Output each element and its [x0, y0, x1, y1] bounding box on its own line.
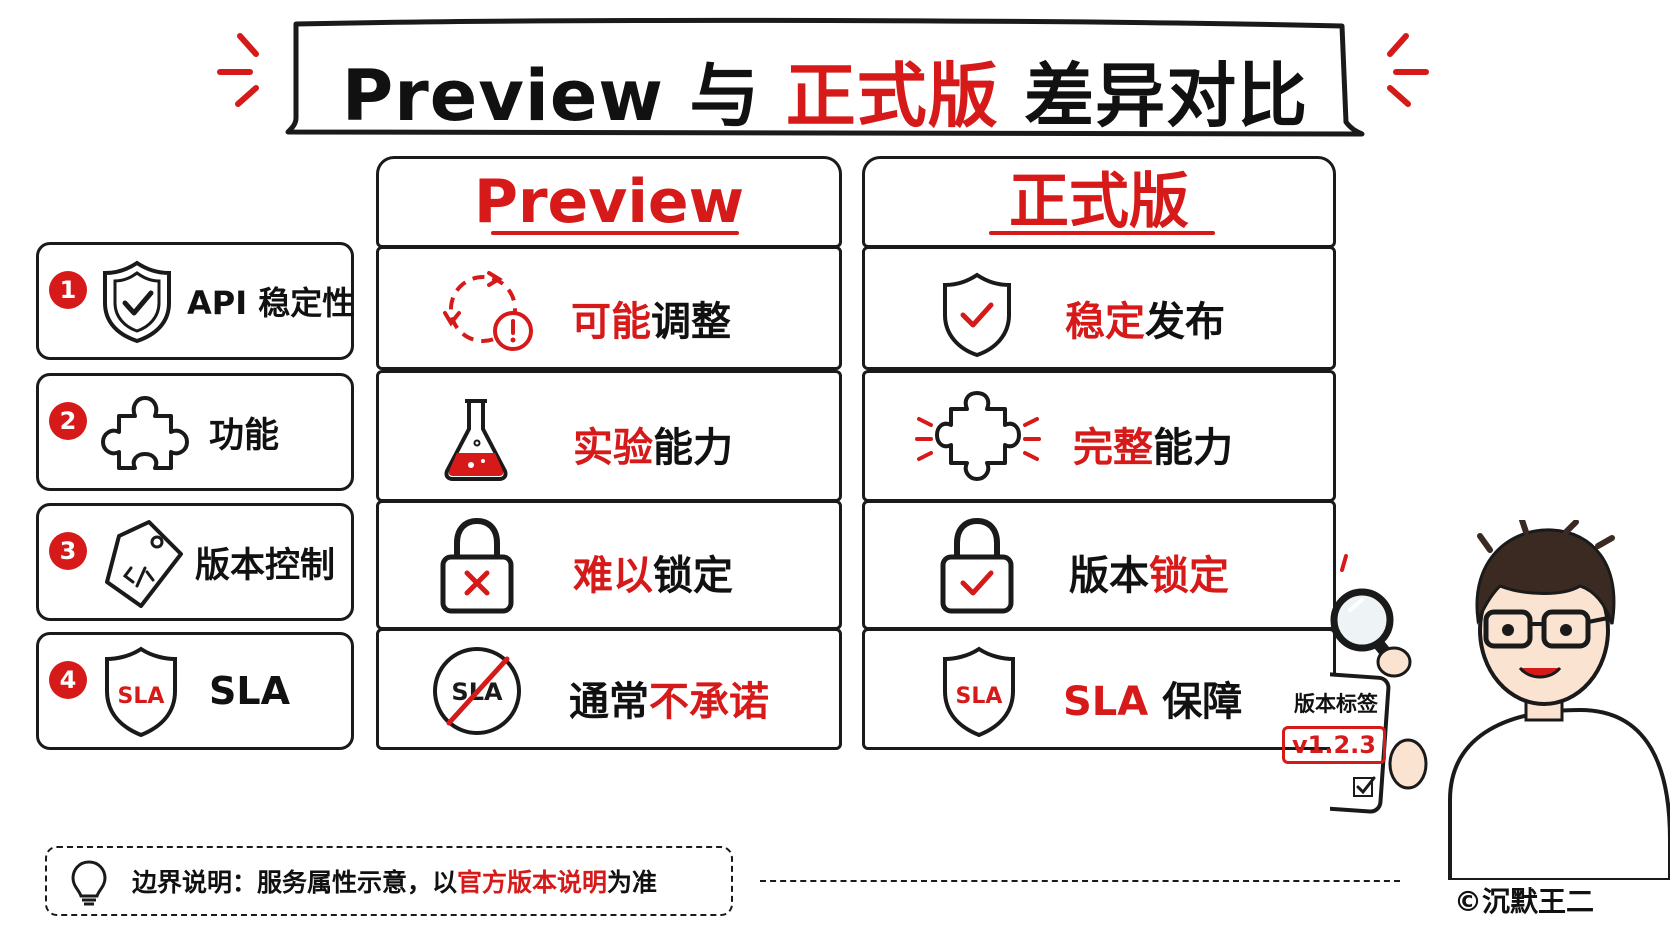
sla-crossed-icon: SLA	[433, 647, 521, 735]
flask-icon	[444, 399, 508, 481]
row-label-features: 2 功能	[36, 373, 354, 491]
lock-check-icon	[940, 517, 1014, 614]
official-column-header: 正式版	[862, 156, 1336, 248]
preview-cell-features: 实验能力	[376, 370, 842, 502]
preview-header-label: Preview	[473, 167, 745, 237]
row-label-text: 功能	[209, 415, 280, 456]
preview-cell-sla: SLA 通常不承诺	[376, 628, 842, 750]
footer-divider	[760, 880, 1400, 882]
refresh-warning-icon	[443, 271, 533, 351]
row-label-text: SLA	[209, 669, 290, 713]
copyright-text: ©沉默王二	[1454, 885, 1595, 918]
lightbulb-icon	[71, 860, 107, 906]
shield-check-icon	[943, 272, 1011, 358]
note-text: 边界说明：服务属性示意，以官方版本说明为准	[132, 868, 658, 897]
preview-sla-text: 通常不承诺	[569, 679, 769, 725]
official-cell-sla: SLA SLA 保障	[862, 628, 1336, 750]
svg-text:SLA: SLA	[118, 684, 165, 709]
version-tag-value: v1.2.3	[1282, 726, 1386, 764]
official-cell-api: 稳定发布	[862, 246, 1336, 370]
row-number-badge: 3	[49, 532, 87, 570]
tag-card-title: 版本标签	[1294, 692, 1378, 716]
row-label-text: 版本控制	[195, 545, 336, 586]
official-cell-version: 版本锁定	[862, 500, 1336, 630]
preview-features-text: 实验能力	[573, 425, 733, 471]
row-label-version-control: 3 版本控制	[36, 503, 354, 621]
official-header-label: 正式版	[1009, 167, 1189, 237]
burst-right-icon	[1387, 33, 1429, 107]
code-tag-icon	[105, 520, 183, 608]
official-api-text: 稳定发布	[1065, 299, 1225, 345]
row-label-text: API 稳定性	[187, 284, 355, 322]
preview-cell-api: 可能调整	[376, 246, 842, 370]
puzzle-complete-icon	[915, 391, 1041, 481]
shield-check-icon	[103, 260, 171, 344]
preview-version-text: 难以锁定	[573, 553, 733, 599]
svg-text:SLA: SLA	[956, 684, 1003, 709]
preview-cell-version: 难以锁定	[376, 500, 842, 630]
official-features-text: 完整能力	[1073, 425, 1233, 471]
row-number-badge: 1	[49, 271, 87, 309]
burst-left-icon	[217, 33, 259, 107]
row-label-sla: 4 SLA SLA	[36, 632, 354, 750]
preview-api-text: 可能调整	[571, 299, 731, 345]
puzzle-icon	[101, 396, 189, 470]
checkbox-icon	[1353, 776, 1376, 797]
row-number-badge: 4	[49, 661, 87, 699]
row-label-api-stability: 1 API 稳定性	[36, 242, 354, 360]
preview-column-header: Preview	[376, 156, 842, 248]
lock-cross-icon	[440, 517, 514, 614]
page-title: Preview 与 正式版 差异对比	[341, 55, 1309, 137]
title-banner: Preview 与 正式版 差异对比	[282, 14, 1368, 140]
mascot-illustration	[1330, 520, 1670, 880]
sla-shield-icon: SLA	[943, 646, 1015, 738]
official-version-text: 版本锁定	[1069, 553, 1229, 599]
official-sla-text: SLA 保障	[1063, 679, 1243, 725]
row-number-badge: 2	[49, 402, 87, 440]
boundary-note: 边界说明：服务属性示意，以官方版本说明为准	[45, 846, 733, 916]
sla-shield-icon: SLA	[105, 646, 177, 738]
official-cell-features: 完整能力	[862, 370, 1336, 502]
